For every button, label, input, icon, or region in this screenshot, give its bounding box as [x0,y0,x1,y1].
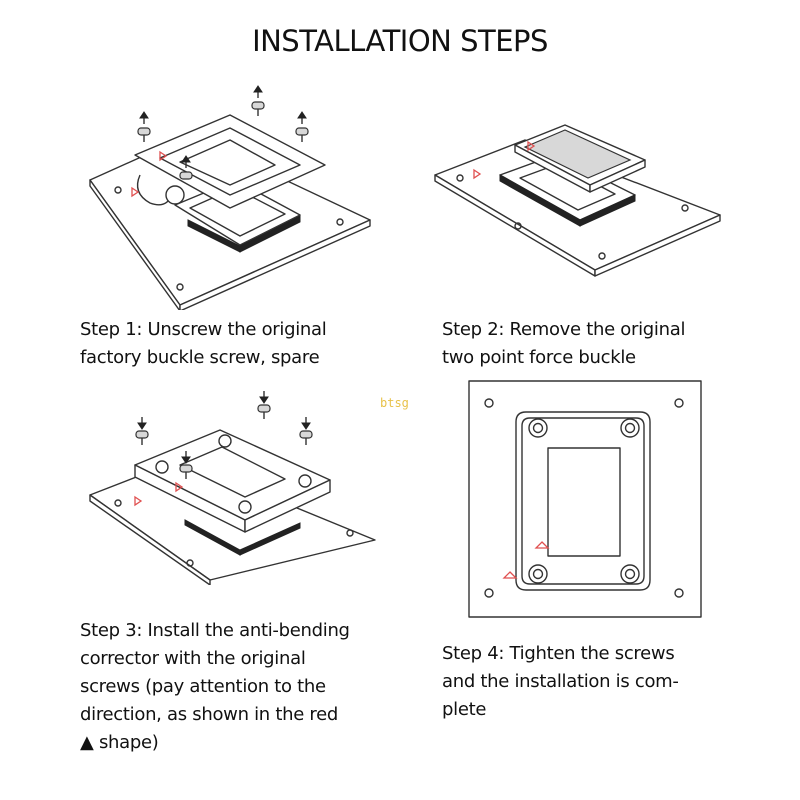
step-3-illustration [89,391,376,585]
step-1-caption: Step 1: Unscrew the original factory buc… [80,319,327,368]
red-triangle-marker-icon [134,495,143,507]
step-2-caption: Step 2: Remove the original two point fo… [442,319,686,368]
screw-icon [257,404,271,419]
red-triangle-marker-icon [527,140,536,152]
screw-icon [137,127,151,142]
screw-icon [295,127,309,142]
arrow-down-icon [259,391,269,404]
arrow-down-icon [137,417,147,430]
arrow-up-icon [297,111,307,124]
red-triangle-marker-icon [502,571,518,579]
arrow-up-icon [139,111,149,124]
step-1-illustration [89,85,371,310]
screw-icon [135,430,149,445]
red-triangle-marker-icon [534,541,550,549]
watermark: btsg [380,396,409,410]
arrow-down-icon [181,451,191,464]
red-triangle-marker-icon [131,186,140,198]
red-triangle-marker-icon [473,168,482,180]
arrow-up-icon [253,85,263,98]
arrow-down-icon [301,417,311,430]
screw-icon [251,101,265,116]
step-4-caption: Step 4: Tighten the screws and the insta… [442,643,679,720]
anti-bending-corrector [515,411,651,591]
page-title: INSTALLATION STEPS [252,24,548,58]
step-4-illustration [468,380,702,618]
arrow-up-icon [181,155,191,168]
screw-icon [620,418,640,438]
screw-icon [179,171,193,180]
screw-icon [528,564,548,584]
step-3-caption: Step 3: Install the anti-bending correct… [80,620,350,753]
screw-icon [620,564,640,584]
screw-icon [299,430,313,445]
screw-icon [179,464,193,479]
step-2-illustration [434,124,721,277]
screw-icon [528,418,548,438]
red-triangle-marker-icon [175,481,184,493]
red-triangle-marker-icon [159,150,168,162]
